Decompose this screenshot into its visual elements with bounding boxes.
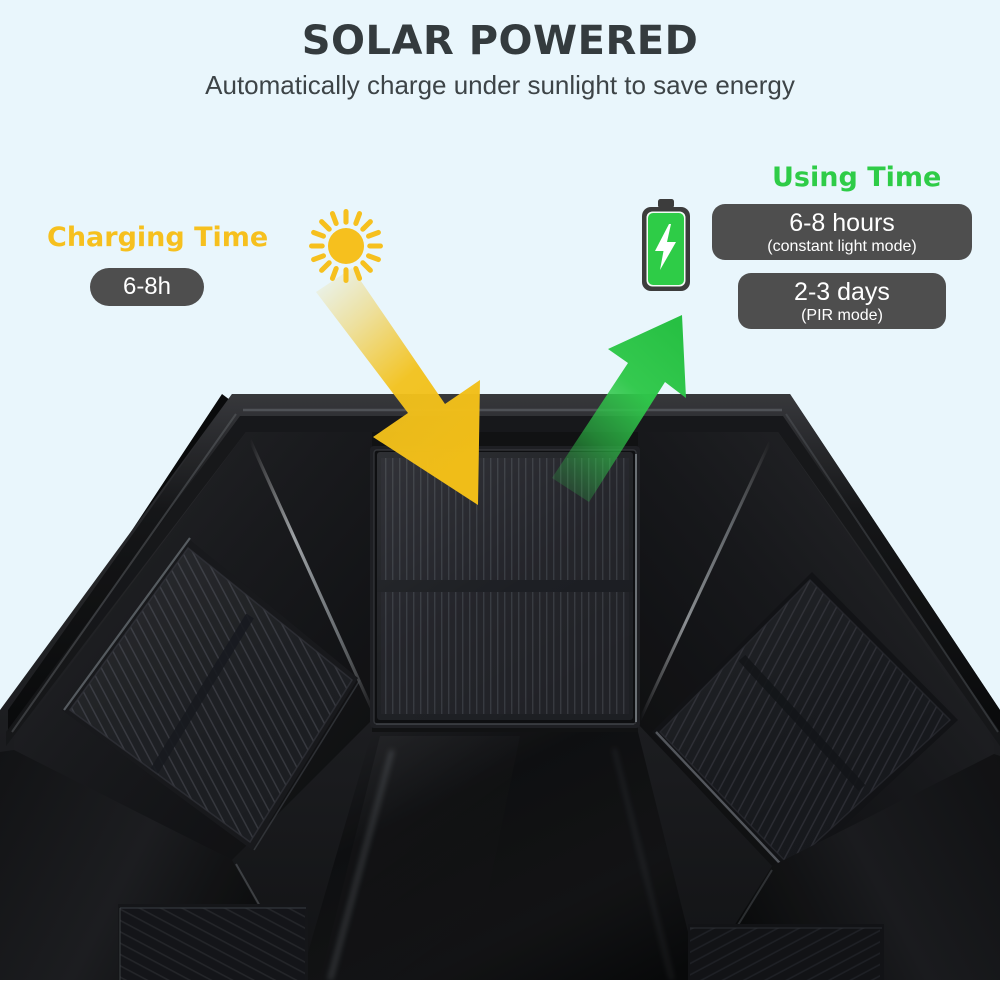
sun-icon [309,209,383,283]
using-time-badge-pir-mode: 2-3 days (PIR mode) [738,273,946,329]
badge-main-text: 6-8 hours [789,209,895,237]
product-image-solar-light [0,394,1000,980]
battery-cap [658,199,674,208]
front-highlight-b [612,747,674,980]
using-time-badge-constant-light: 6-8 hours (constant light mode) [712,204,972,260]
facet-front-right [700,754,1000,980]
header-block: SOLAR POWERED Automatically charge under… [0,18,1000,102]
page-subtitle: Automatically charge under sunlight to s… [205,70,795,100]
badge-sub-text: (PIR mode) [801,307,883,324]
lower-right-solar-panel [688,924,884,980]
battery-charging-icon [642,199,690,291]
lightning-bolt-icon [655,224,676,270]
rim-highlight-left [11,413,237,733]
lower-left-solar-panel [118,904,308,980]
badge-sub-text: (constant light mode) [767,238,917,255]
body-vignette [0,394,1000,980]
using-time-heading: Using Time [772,162,942,193]
page-title: SOLAR POWERED [301,18,699,64]
ridge-highlight-left [248,439,378,719]
badge-main-text: 2-3 days [794,278,890,306]
rim-highlight-right [785,413,999,733]
charging-time-heading: Charging Time [47,222,269,253]
bottom-white-strip [0,980,1000,1000]
ridge-highlight-right [638,441,772,721]
charging-time-badge: 6-8h [90,268,204,306]
